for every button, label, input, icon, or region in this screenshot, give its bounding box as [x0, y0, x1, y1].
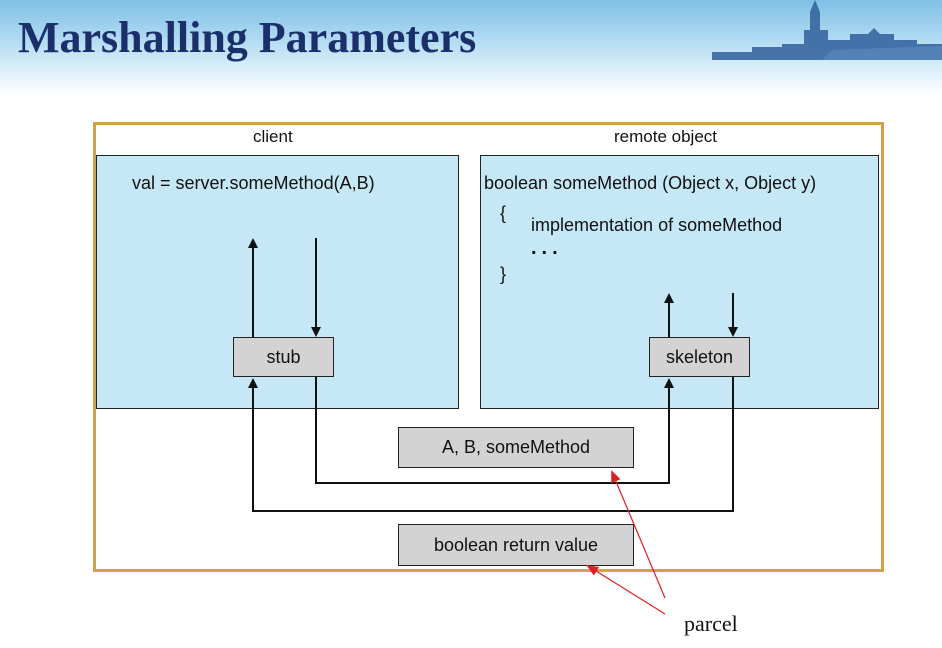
client-heading: client [253, 127, 293, 146]
remote-object-heading: remote object [614, 127, 717, 146]
return-parcel-box: boolean return value [398, 524, 634, 566]
parcel-pointer-return [586, 564, 666, 615]
stub-box: stub [233, 337, 334, 377]
slide-title: Marshalling Parameters [18, 13, 477, 62]
close-brace: } [500, 264, 507, 284]
skeleton-box: skeleton [649, 337, 750, 377]
town-skyline-graphic [712, 0, 942, 60]
open-brace: { [500, 203, 507, 223]
method-signature: boolean someMethod (Object x, Object y) [484, 173, 817, 193]
parcel-annotation-label: parcel [684, 611, 738, 636]
method-implementation-text: implementation of someMethod [531, 215, 783, 235]
request-parcel-box: A, B, someMethod [398, 427, 634, 468]
ellipsis: ... [531, 237, 563, 259]
client-call-code: val = server.someMethod(A,B) [132, 173, 375, 193]
